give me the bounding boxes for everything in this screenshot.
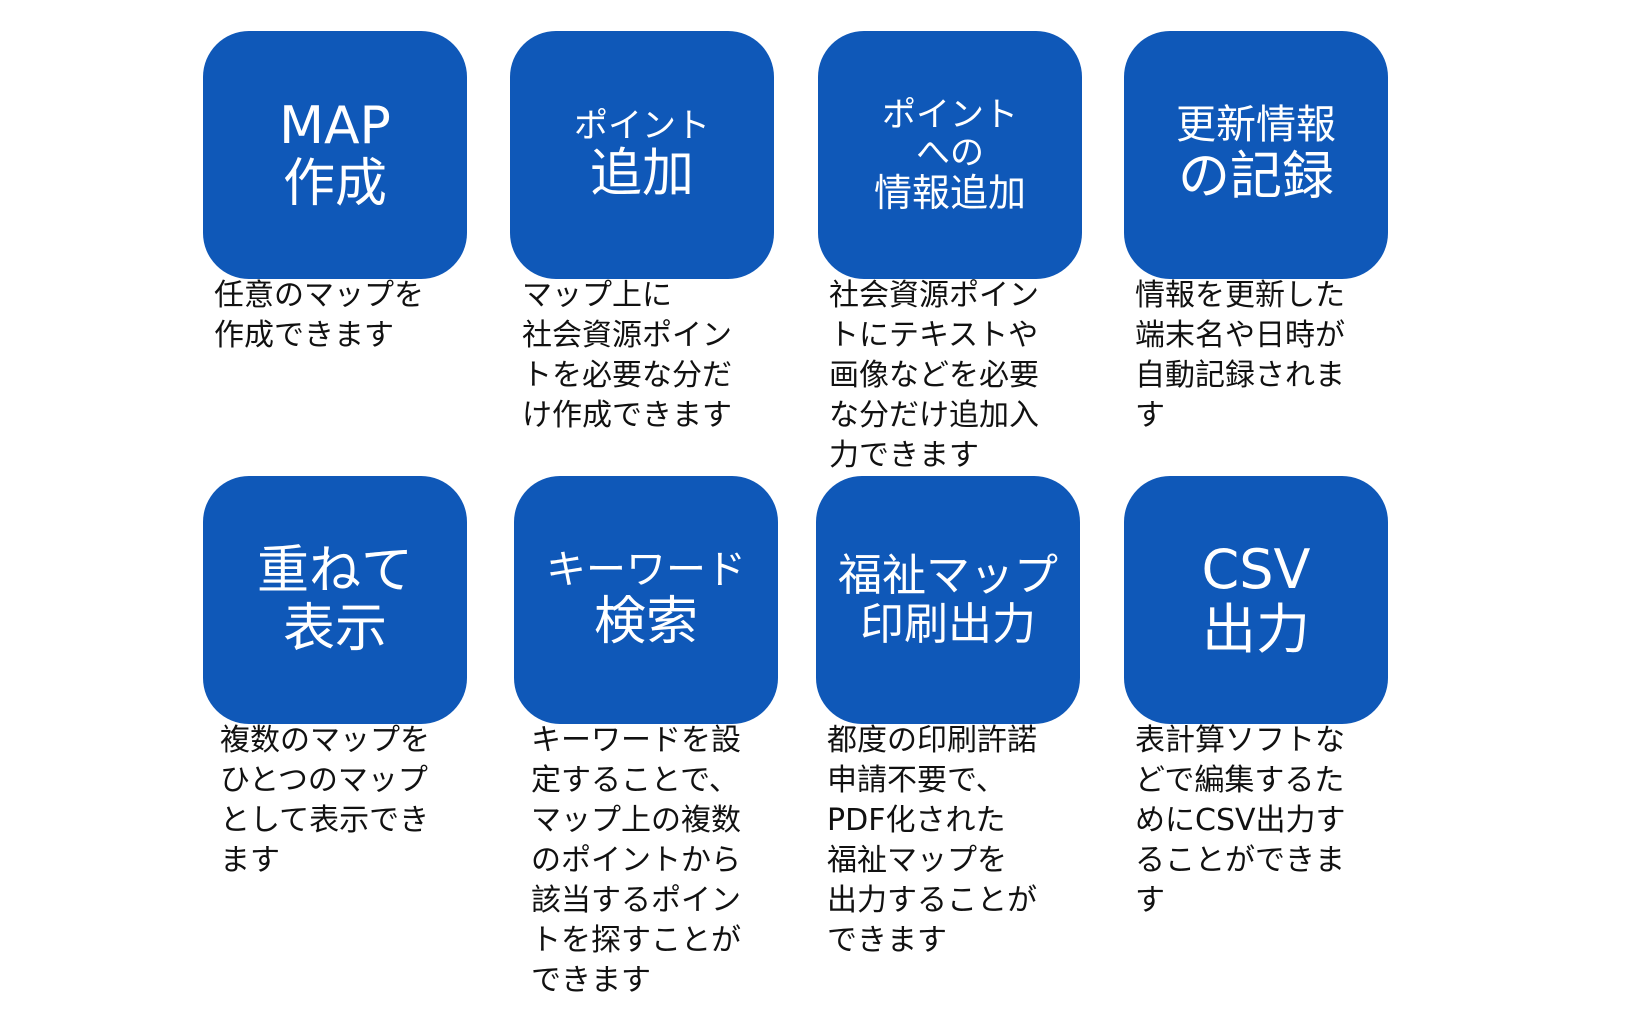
feature-description: 任意のマップを 作成できます xyxy=(214,278,424,353)
feature-description: 都度の印刷許諾 申請不要で、 PDF化された 福祉マップを 出力することが でき… xyxy=(827,723,1037,958)
feature-tile-welfare-map-print: 福祉マップ 印刷出力 xyxy=(816,476,1080,724)
feature-title-line: 表示 xyxy=(282,599,387,659)
feature-description: キーワードを設 定することで、 マップ上の複数 のポイントから 該当するポイン … xyxy=(531,723,741,998)
feature-description: 表計算ソフトな どで編集するた めにCSV出力す ることができま す xyxy=(1135,723,1346,918)
feature-description: マップ上に 社会資源ポイン トを必要な分だ け作成できます xyxy=(522,278,732,433)
feature-description: 社会資源ポイン トにテキストや 画像などを必要 な分だけ追加入 力できます xyxy=(829,278,1039,473)
feature-title-line: 福祉マップ xyxy=(838,549,1058,601)
feature-title-line: の記録 xyxy=(1177,147,1334,208)
feature-tile-csv-output: CSV 出力 xyxy=(1124,476,1388,724)
feature-title-line: 情報追加 xyxy=(873,170,1026,215)
feature-title-line: 作成 xyxy=(282,154,387,214)
feature-title-line: 出力 xyxy=(1202,598,1310,661)
feature-tile-point-add: ポイント 追加 xyxy=(510,31,774,279)
feature-tile-keyword-search: キーワード 検索 xyxy=(514,476,778,724)
feature-title-line: 重ねて xyxy=(256,540,413,601)
feature-tile-point-info-add: ポイント への 情報追加 xyxy=(818,31,1082,279)
feature-title-line: ポイント xyxy=(574,105,710,146)
feature-title-line: 検索 xyxy=(593,592,698,653)
feature-description: 複数のマップを ひとつのマップ として表示でき ます xyxy=(220,723,430,878)
feature-title-line: 更新情報 xyxy=(1176,102,1336,149)
feature-title-line: MAP xyxy=(279,95,391,156)
feature-title-line: キーワード xyxy=(546,547,746,594)
feature-title-line: CSV xyxy=(1201,537,1311,601)
feature-tile-update-record: 更新情報 の記録 xyxy=(1124,31,1388,279)
feature-title-line: ポイント xyxy=(882,94,1018,135)
feature-tile-map-create: MAP 作成 xyxy=(203,31,467,279)
feature-title-line: への xyxy=(916,132,984,173)
feature-title-line: 印刷出力 xyxy=(860,599,1036,650)
feature-title-line: 追加 xyxy=(589,143,694,204)
feature-tile-overlay-display: 重ねて 表示 xyxy=(203,476,467,724)
feature-description: 情報を更新した 端末名や日時が 自動記録されま す xyxy=(1135,278,1345,433)
